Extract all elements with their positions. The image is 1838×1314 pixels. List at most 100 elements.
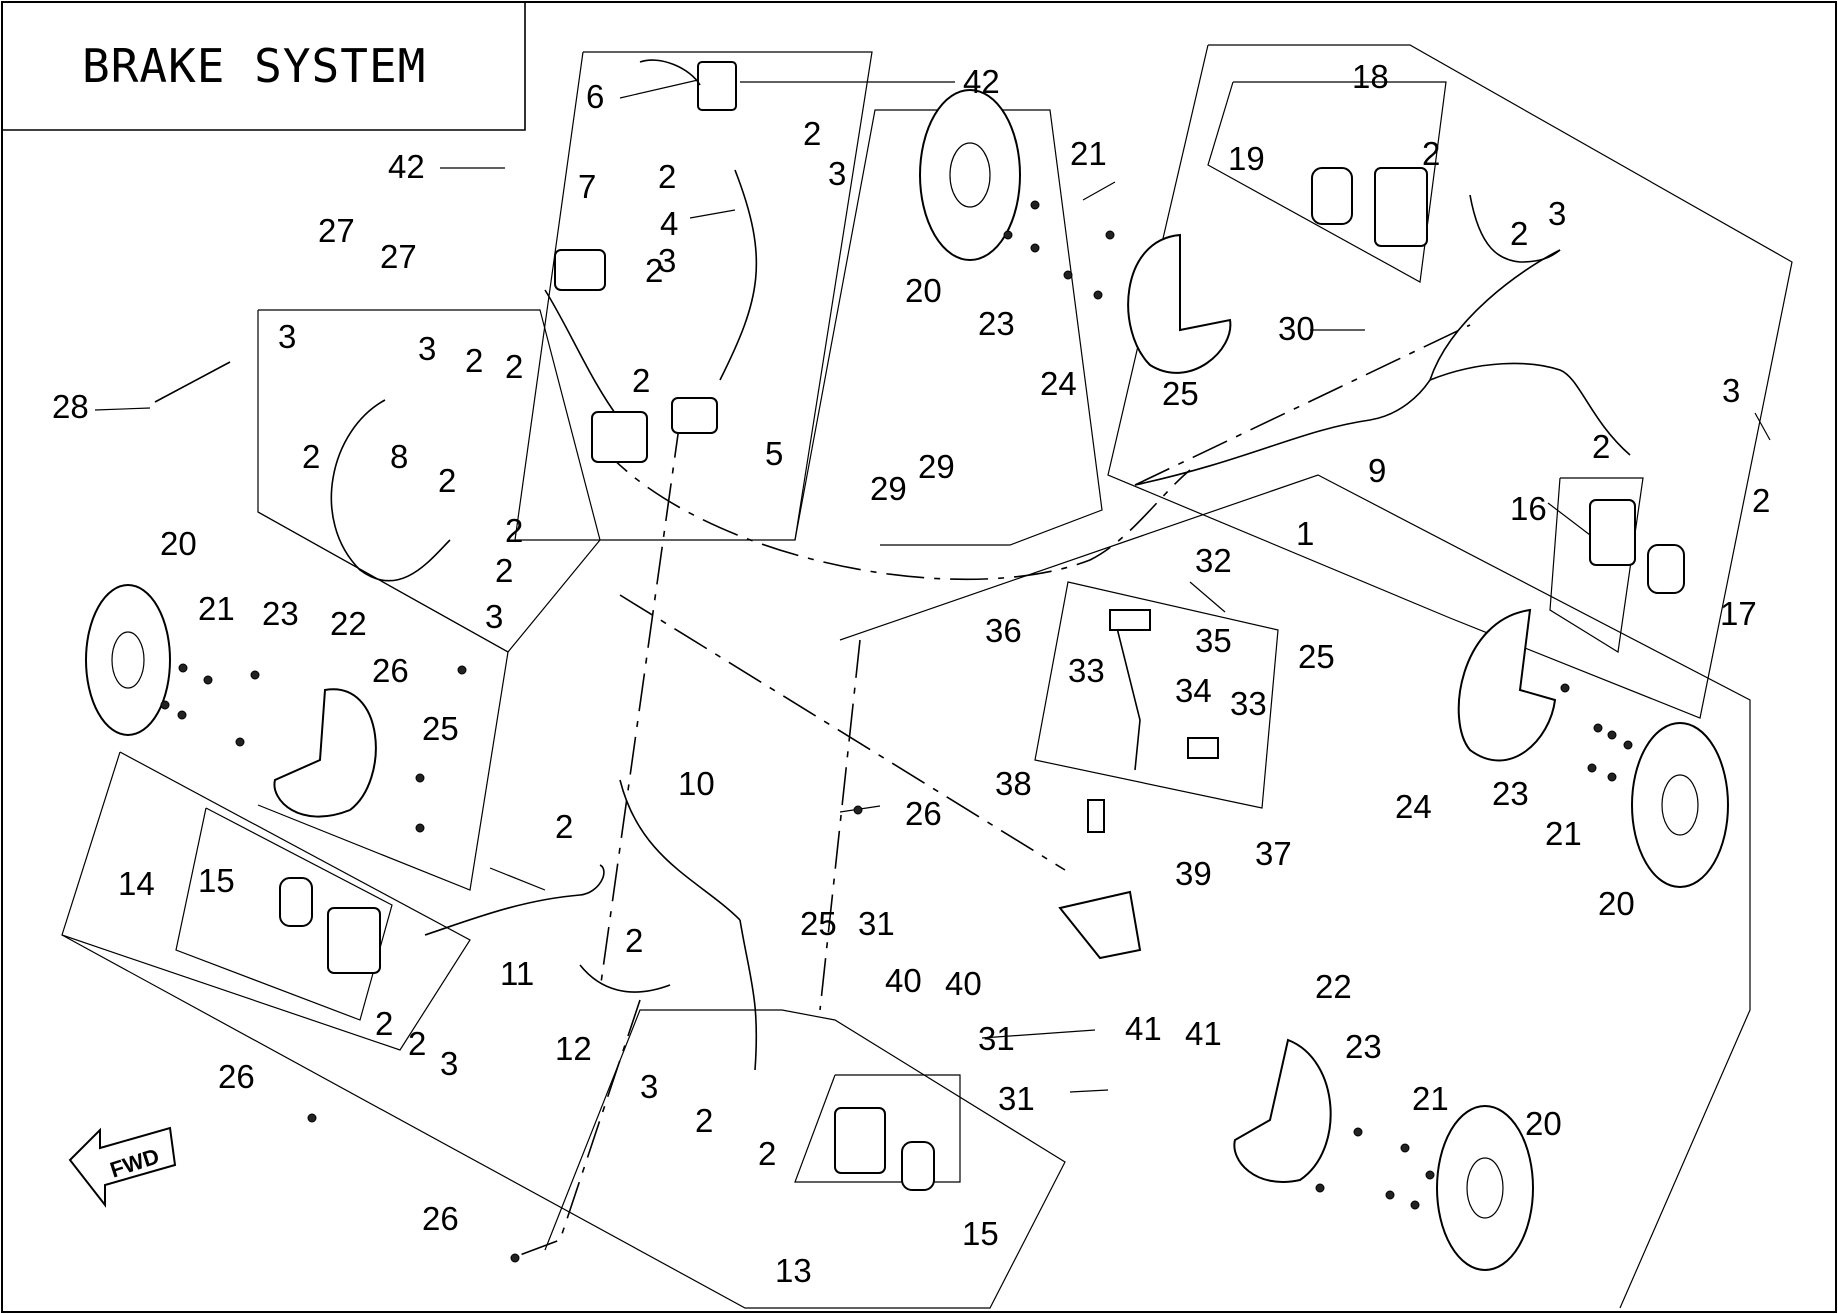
- callout-20: 20: [160, 525, 197, 562]
- title-box: BRAKE SYSTEM: [2, 2, 526, 131]
- master-cylinder: [544, 59, 737, 463]
- callout-3: 3: [1548, 195, 1566, 232]
- callout-20: 20: [905, 272, 942, 309]
- callout-27: 27: [318, 212, 355, 249]
- callout-2: 2: [1422, 135, 1440, 172]
- callout-2: 2: [658, 158, 676, 195]
- callout-38: 38: [995, 765, 1032, 802]
- callout-23: 23: [1492, 775, 1529, 812]
- callout-2: 2: [1510, 215, 1528, 252]
- rear-bottom-rotor: [1436, 1105, 1534, 1271]
- callout-15: 15: [962, 1215, 999, 1252]
- callout-2: 2: [465, 342, 483, 379]
- callout-33: 33: [1068, 652, 1105, 689]
- callout-3: 3: [418, 330, 436, 367]
- callout-26: 26: [905, 795, 942, 832]
- callout-12: 12: [555, 1030, 592, 1067]
- callout-21: 21: [1070, 135, 1107, 172]
- brake-pedal: [1058, 609, 1219, 960]
- callout-2: 2: [505, 512, 523, 549]
- callout-19: 19: [1228, 140, 1265, 177]
- callout-26: 26: [218, 1058, 255, 1095]
- callout-1: 1: [1296, 515, 1314, 552]
- callout-2: 2: [645, 252, 663, 289]
- callout-2: 2: [375, 1005, 393, 1042]
- callout-3: 3: [1722, 372, 1740, 409]
- callout-27: 27: [380, 238, 417, 275]
- callout-6: 6: [586, 78, 604, 115]
- callout-2: 2: [302, 438, 320, 475]
- callout-2: 2: [555, 808, 573, 845]
- callout-2: 2: [1752, 482, 1770, 519]
- callout-2: 2: [803, 115, 821, 152]
- routing-dashes: [519, 324, 1471, 1256]
- callout-40: 40: [885, 962, 922, 999]
- callout-22: 22: [1315, 968, 1352, 1005]
- callout-21: 21: [1545, 815, 1582, 852]
- callout-3: 3: [440, 1045, 458, 1082]
- callout-17: 17: [1720, 595, 1757, 632]
- callout-31: 31: [978, 1020, 1015, 1057]
- callout-25: 25: [800, 905, 837, 942]
- callout-3: 3: [278, 318, 296, 355]
- callout-labels: 42 6 2 2 3 4 3 2 2 5 29 29 42 7 27 27 28…: [52, 58, 1770, 1289]
- callout-25: 25: [1298, 638, 1335, 675]
- diagram-title: BRAKE SYSTEM: [82, 39, 426, 93]
- bolt-28: [154, 361, 231, 403]
- callout-23: 23: [978, 305, 1015, 342]
- rotor-shields: [273, 233, 1557, 1183]
- callout-39: 39: [1175, 855, 1212, 892]
- callout-2: 2: [625, 922, 643, 959]
- callout-40: 40: [945, 965, 982, 1002]
- callout-42: 42: [963, 63, 1000, 100]
- callout-31: 31: [998, 1080, 1035, 1117]
- callout-9: 9: [1368, 452, 1386, 489]
- brake-lines: [330, 169, 1631, 1071]
- callout-8: 8: [390, 438, 408, 475]
- callout-20: 20: [1525, 1105, 1562, 1142]
- callout-11: 11: [500, 955, 534, 992]
- callout-13: 13: [775, 1252, 812, 1289]
- callout-30: 30: [1278, 310, 1315, 347]
- callout-3: 3: [828, 155, 846, 192]
- callout-10: 10: [678, 765, 715, 802]
- callout-41: 41: [1125, 1010, 1162, 1047]
- callout-23: 23: [262, 595, 299, 632]
- callout-3: 3: [485, 598, 503, 635]
- callout-2: 2: [1592, 428, 1610, 465]
- callout-21: 21: [198, 590, 235, 627]
- callout-42: 42: [388, 148, 425, 185]
- callout-37: 37: [1255, 835, 1292, 872]
- callout-2: 2: [505, 348, 523, 385]
- front-top-rotor: [919, 89, 1021, 261]
- fwd-arrow: FWD: [68, 1126, 177, 1208]
- callout-26: 26: [422, 1200, 459, 1237]
- callout-2: 2: [632, 362, 650, 399]
- front-left-rotor: [85, 584, 171, 736]
- callout-3: 3: [640, 1068, 658, 1105]
- leader-lines: [94, 79, 1771, 1093]
- callout-22: 22: [330, 605, 367, 642]
- callout-32: 32: [1195, 542, 1232, 579]
- callout-28: 28: [52, 388, 89, 425]
- callout-26: 26: [372, 652, 409, 689]
- callout-29: 29: [918, 448, 955, 485]
- callout-41: 41: [1185, 1015, 1222, 1052]
- callout-25: 25: [1162, 375, 1199, 412]
- calipers: [279, 167, 1685, 1191]
- callout-15: 15: [198, 862, 235, 899]
- callout-34: 34: [1175, 672, 1212, 709]
- callout-3: 3: [658, 242, 676, 279]
- callout-16: 16: [1510, 490, 1547, 527]
- callout-2: 2: [758, 1135, 776, 1172]
- group-frames: [61, 44, 1793, 1309]
- callout-4: 4: [660, 205, 678, 242]
- callout-23: 23: [1345, 1028, 1382, 1065]
- callout-2: 2: [408, 1025, 426, 1062]
- callout-24: 24: [1395, 788, 1432, 825]
- callout-2: 2: [495, 552, 513, 589]
- callout-35: 35: [1195, 622, 1232, 659]
- callout-14: 14: [118, 865, 155, 902]
